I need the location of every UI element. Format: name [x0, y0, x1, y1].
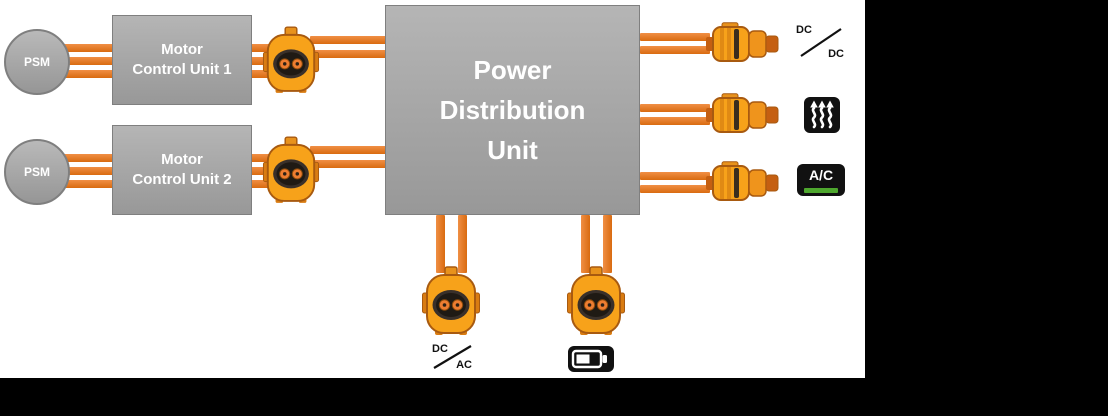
- hv-cable-segment: [640, 33, 710, 41]
- dc-ac-inverter-icon: DC AC: [429, 342, 475, 372]
- power-distribution-unit-box: Power Distribution Unit: [385, 5, 640, 215]
- battery-icon: [568, 346, 614, 372]
- hv-cable-segment: [310, 50, 388, 58]
- air-conditioning-icon: A/C: [797, 164, 845, 196]
- defroster-waves-icon: [810, 100, 834, 129]
- motor-control-unit-1-box: Motor Control Unit 1: [112, 15, 252, 105]
- hv-cable-segment: [55, 167, 117, 175]
- hv-cable-segment: [55, 70, 117, 78]
- hv-connector-icon: [706, 22, 780, 66]
- hv-cable-segment: [640, 46, 710, 54]
- inverter-top-label: DC: [432, 343, 448, 355]
- psm-label: PSM: [23, 165, 50, 179]
- hv-cable-segment: [436, 215, 445, 273]
- hv-cable-segment: [640, 172, 710, 180]
- hv-connector-icon: [262, 136, 320, 206]
- hv-connector-icon: [706, 93, 780, 137]
- hv-cable-segment: [310, 36, 388, 44]
- hv-cable-segment: [581, 215, 590, 273]
- mcu2-label-line1: Motor: [161, 150, 203, 168]
- dcdc-top-label: DC: [796, 24, 812, 36]
- dc-slash-line: [433, 345, 472, 369]
- hv-cable-segment: [55, 180, 117, 188]
- hv-cable-segment: [55, 57, 117, 65]
- hv-cable-segment: [55, 154, 117, 162]
- mcu1-label-line2: Control Unit 1: [132, 61, 232, 78]
- heater-defroster-icon: [804, 97, 840, 133]
- hv-connector-icon: [706, 161, 780, 205]
- hv-connector-icon: [262, 26, 320, 96]
- mcu2-label-line2: Control Unit 2: [132, 171, 232, 188]
- hv-cable-segment: [640, 117, 710, 125]
- ac-green-bar: [804, 188, 838, 193]
- psm-node-top: PSM: [4, 29, 70, 95]
- motor-control-unit-2-box: Motor Control Unit 2: [112, 125, 252, 215]
- hv-cable-segment: [310, 146, 388, 154]
- hv-cable-segment: [55, 44, 117, 52]
- psm-label: PSM: [23, 55, 50, 69]
- hv-cable-segment: [458, 215, 467, 273]
- psm-node-bottom: PSM: [4, 139, 70, 205]
- hv-cable-segment: [310, 160, 388, 168]
- pdu-label-line2: Distribution: [439, 94, 586, 125]
- battery-glyph-icon: [571, 349, 607, 369]
- mcu1-label-line1: Motor: [161, 40, 203, 58]
- dc-slash-line: [800, 28, 842, 57]
- hv-connector-icon: [419, 266, 483, 338]
- pdu-label-line3: Unit: [487, 135, 538, 166]
- ac-label: A/C: [808, 167, 834, 183]
- hv-cable-segment: [640, 104, 710, 112]
- pdu-label-line1: Power: [473, 54, 552, 85]
- dcdc-bottom-label: DC: [828, 48, 844, 60]
- hv-cable-segment: [603, 215, 612, 273]
- inverter-bottom-label: AC: [456, 359, 472, 371]
- hv-cable-segment: [640, 185, 710, 193]
- dc-dc-converter-icon: DC DC: [793, 23, 847, 61]
- hv-connector-icon: [564, 266, 628, 338]
